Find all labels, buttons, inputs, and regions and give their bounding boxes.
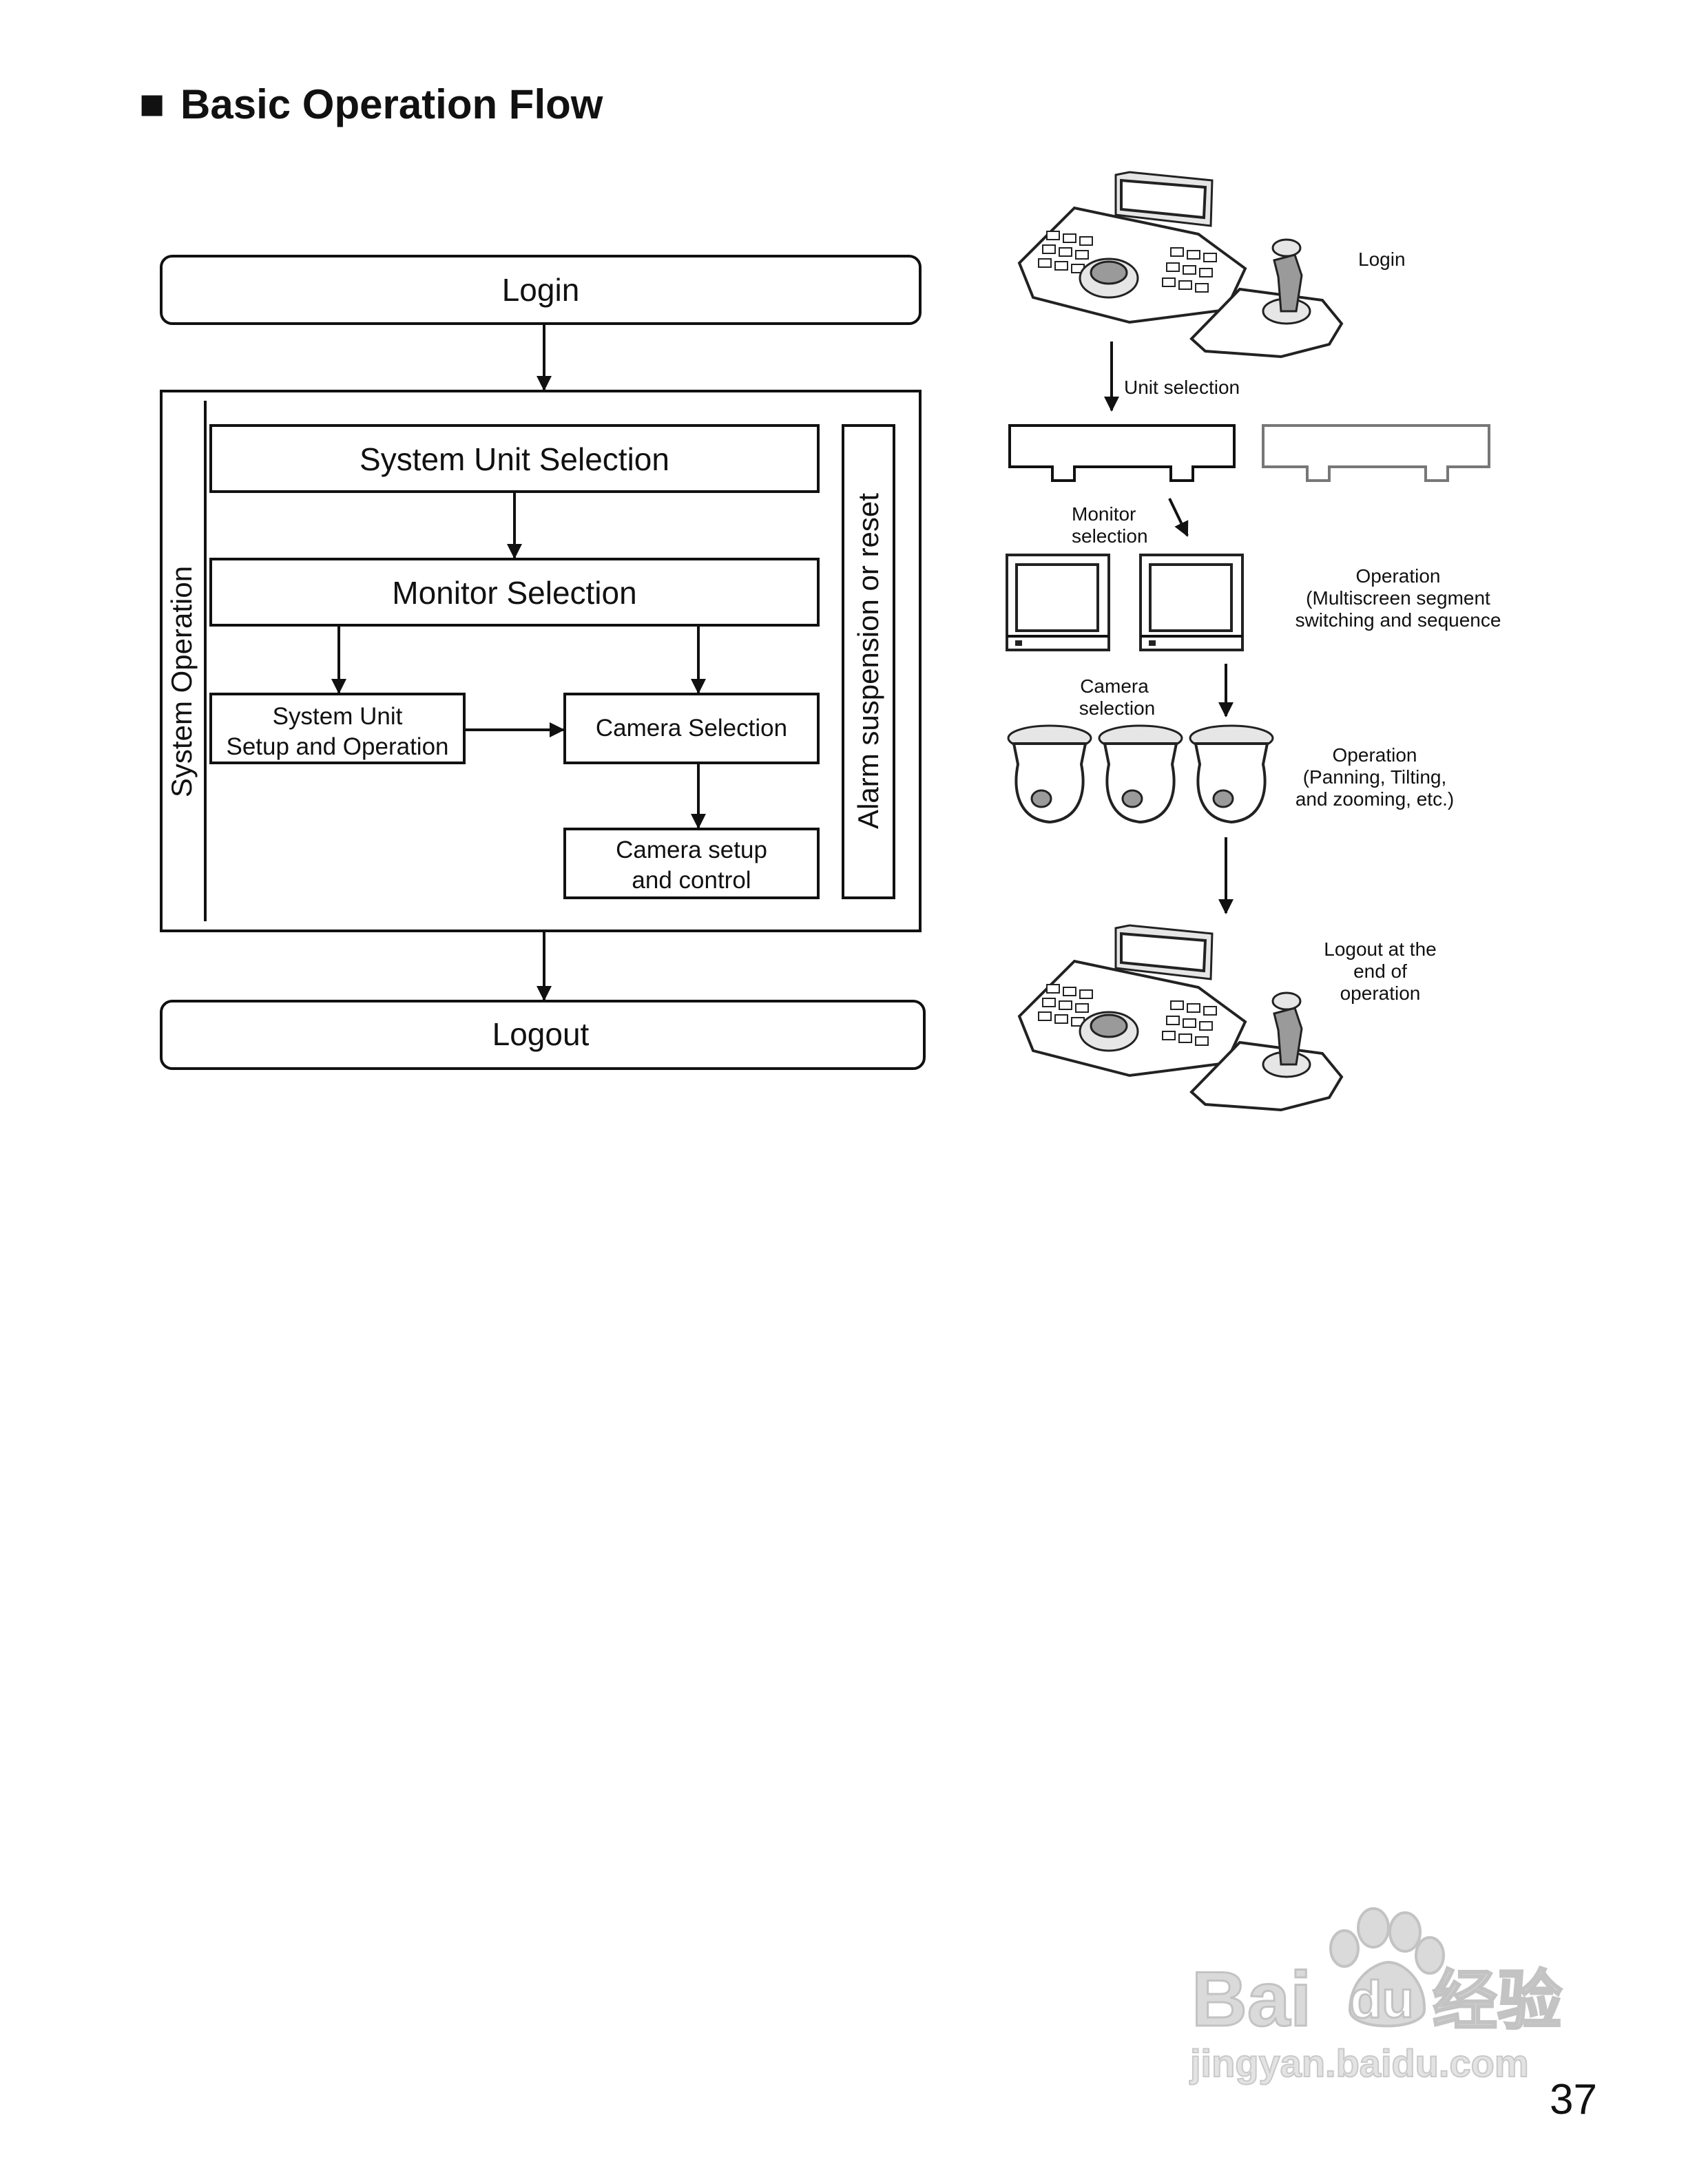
monitor-operation-caption-line3: switching and sequence <box>1295 609 1501 631</box>
controller-keyboard-icon <box>1017 924 1344 1112</box>
alarm-box <box>842 424 895 899</box>
system-operation-label: System Operation <box>165 566 198 797</box>
login-caption: Login <box>1358 249 1406 270</box>
logout-caption-line2: end of <box>1353 960 1407 982</box>
page-number: 37 <box>1550 2076 1597 2123</box>
paw-icon <box>1329 1907 1445 2028</box>
logout-label: Logout <box>492 1016 590 1052</box>
watermark-brand: Bai <box>1191 1956 1311 2042</box>
camera-setup-line2: and control <box>632 867 751 894</box>
page-title: Basic Operation Flow <box>180 81 603 127</box>
monitor-selection-caption-line1: Monitor <box>1072 503 1136 525</box>
operation-flow-diagram: Login System Operation System Unit Selec… <box>160 255 926 1070</box>
logout-box <box>160 1000 926 1070</box>
monitor-operation-caption-line2: (Multiscreen segment <box>1306 587 1490 609</box>
watermark-brand-tail: du <box>1350 1971 1414 2029</box>
camera-operation-caption-line2: (Panning, Tilting, <box>1303 766 1447 788</box>
dome-camera-icon <box>1007 724 1092 824</box>
camera-setup-line1: Camera setup <box>616 837 767 863</box>
system-unit-icon <box>1008 424 1236 482</box>
system-unit-setup-line1: System Unit <box>273 703 403 730</box>
camera-selection-box <box>563 693 820 764</box>
camera-selection-caption-line1: Camera <box>1080 675 1149 697</box>
heading-bullet: ■ <box>139 81 165 128</box>
camera-selection-label: Camera Selection <box>596 715 787 742</box>
monitor-icon <box>1006 554 1110 651</box>
system-unit-setup-line2: Setup and Operation <box>226 733 448 760</box>
arrow-monitor-selection <box>1168 498 1189 537</box>
camera-operation-caption-line1: Operation <box>1333 744 1417 766</box>
watermark-cn: 经验 <box>1433 1964 1562 2037</box>
login-box <box>160 255 922 325</box>
monitor-selection-caption-line2: selection <box>1072 525 1148 547</box>
system-unit-selection-label: System Unit Selection <box>360 441 669 477</box>
monitor-selection-label: Monitor Selection <box>392 575 636 611</box>
watermark-url: jingyan.baidu.com <box>1189 2041 1529 2085</box>
logout-caption-line1: Logout at the <box>1324 938 1436 960</box>
login-label: Login <box>502 272 580 308</box>
monitor-operation-caption-line1: Operation <box>1356 565 1441 587</box>
camera-operation-caption-line3: and zooming, etc.) <box>1295 788 1454 810</box>
monitor-icon <box>1139 554 1244 651</box>
dome-camera-icon <box>1189 724 1274 824</box>
system-unit-icon <box>1262 424 1490 482</box>
camera-setup-box <box>563 828 820 899</box>
logout-caption-line3: operation <box>1340 983 1421 1004</box>
operation-illustration: Login Unit selection Monitor selection O… <box>1006 171 1501 1112</box>
unit-selection-caption: Unit selection <box>1124 377 1240 398</box>
dome-camera-icon <box>1098 724 1183 824</box>
monitor-selection-box <box>209 558 820 627</box>
camera-selection-caption-line2: selection <box>1079 697 1156 719</box>
alarm-label: Alarm suspension or reset <box>852 493 884 829</box>
baidu-watermark: Bai du 经验 jingyan.baidu.com <box>1189 1907 1563 2086</box>
controller-keyboard-icon <box>1017 171 1344 359</box>
